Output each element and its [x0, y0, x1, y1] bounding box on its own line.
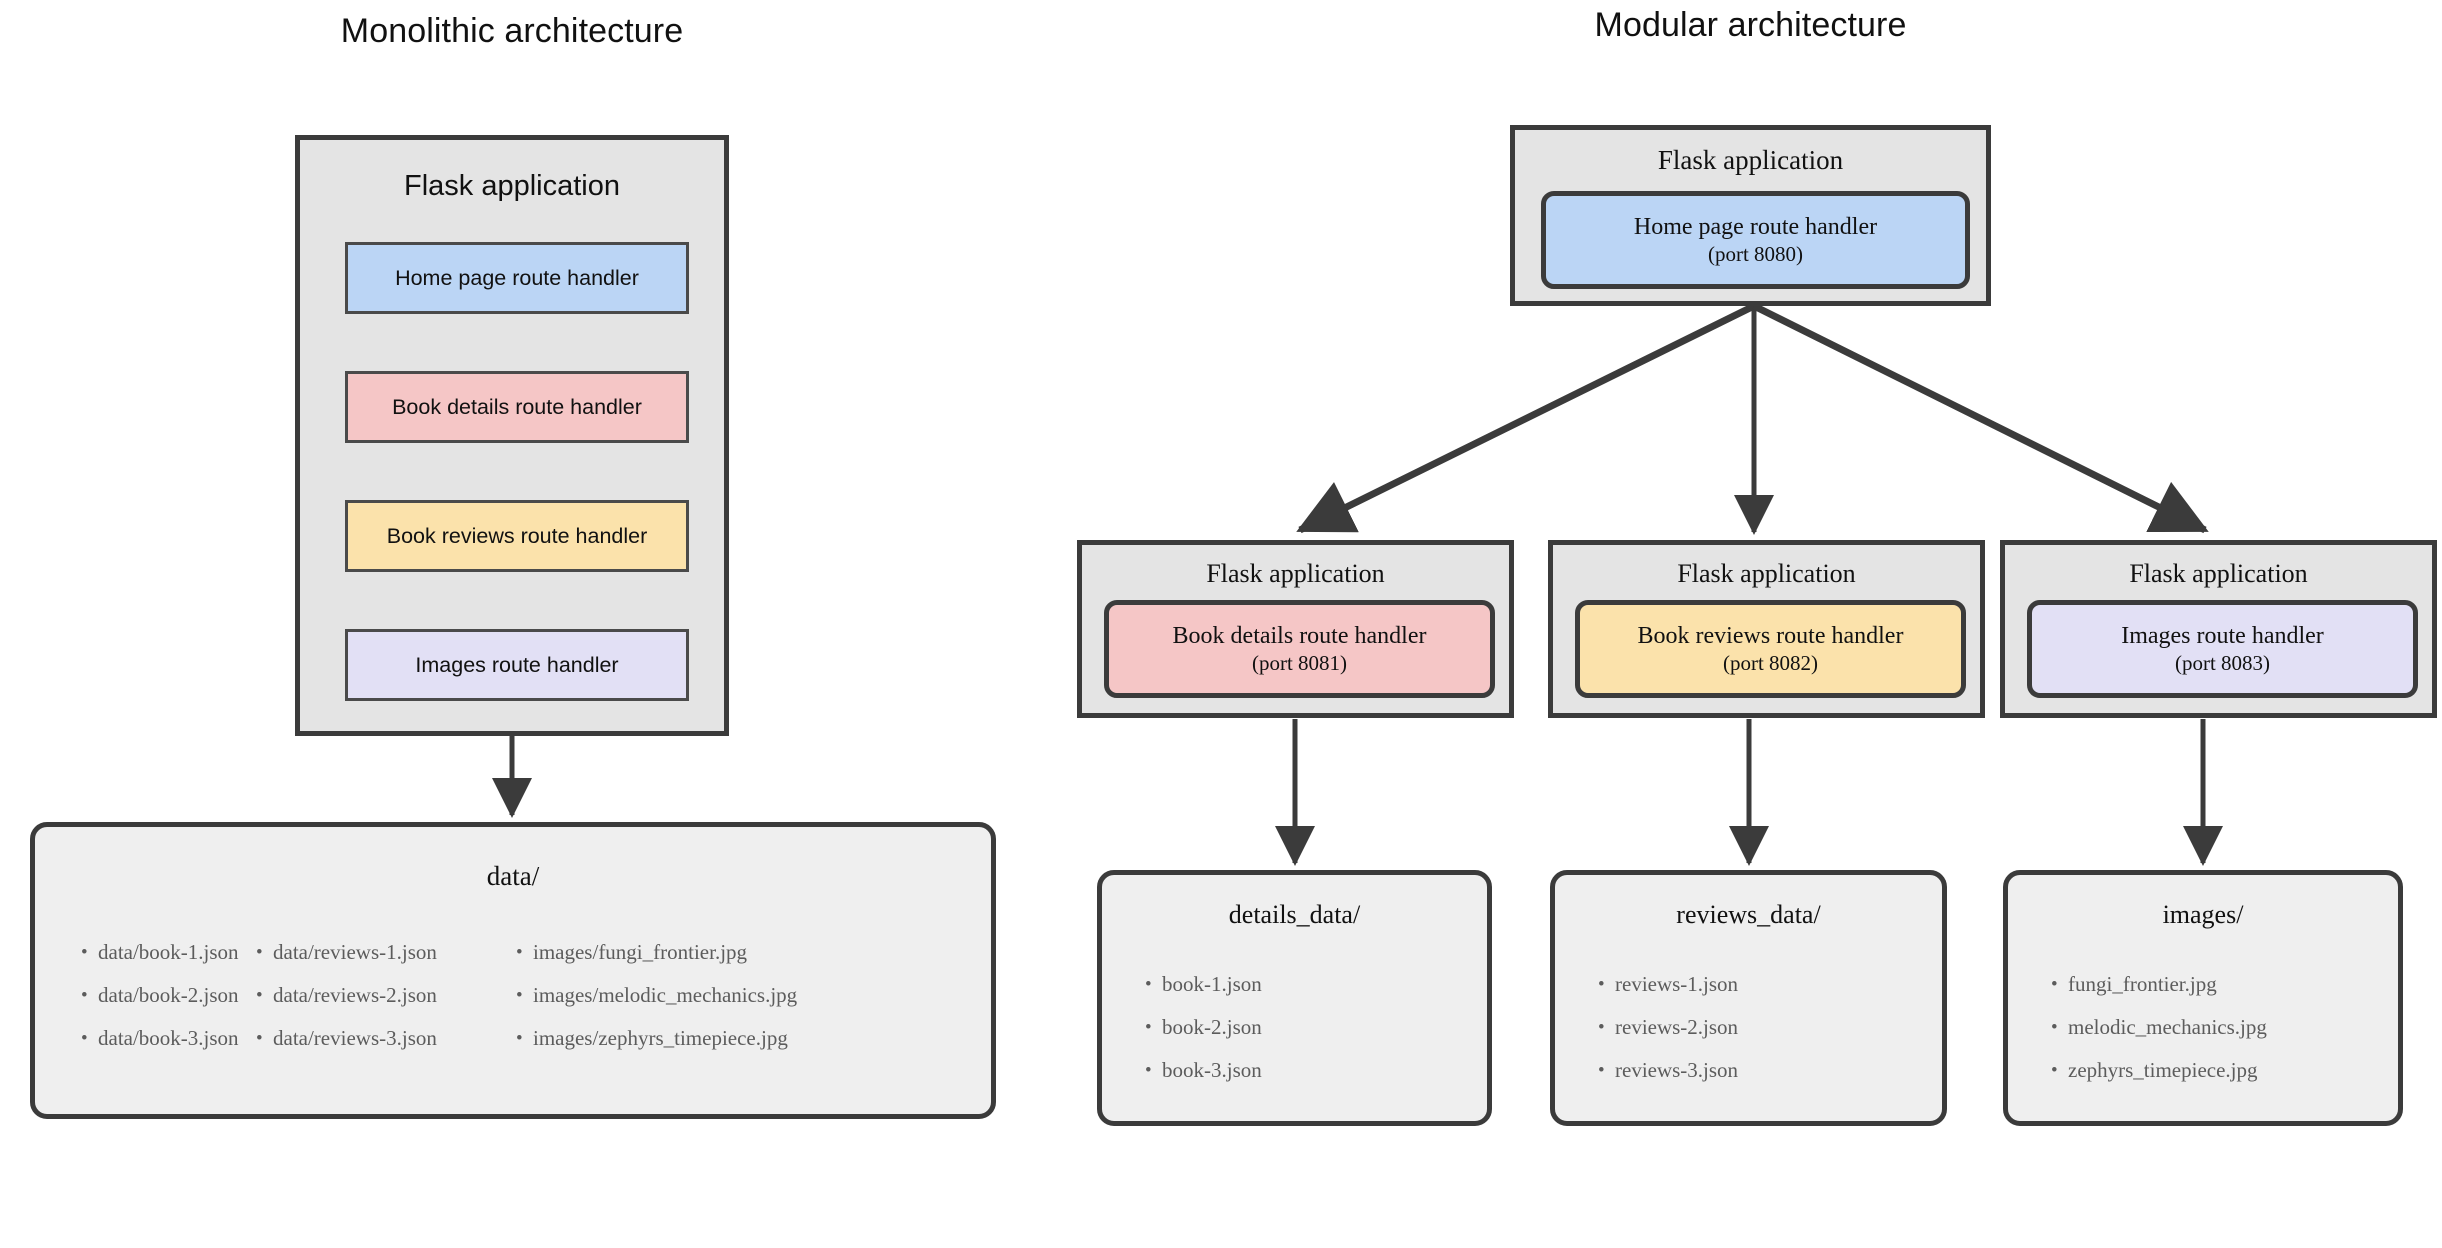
file-item: reviews-2.json	[1598, 1006, 1738, 1049]
modular-handler-book-details[interactable]: Book details route handler (port 8081)	[1104, 600, 1495, 698]
monolith-handler-images[interactable]: Images route handler	[345, 629, 689, 701]
file-item: data/reviews-3.json	[256, 1017, 516, 1060]
modular-handler-book-reviews[interactable]: Book reviews route handler (port 8082)	[1575, 600, 1966, 698]
handler-port: (port 8080)	[1707, 241, 1804, 266]
file-item: images/melodic_mechanics.jpg	[516, 974, 846, 1017]
modular-service-book-reviews[interactable]: Flask application Book reviews route han…	[1548, 540, 1985, 718]
handler-label: Images route handler	[2121, 622, 2324, 649]
data-folder-title: data/	[486, 861, 540, 891]
storage-file-list: reviews-1.json reviews-2.json reviews-3.…	[1598, 963, 1738, 1092]
monolithic-title: Monolithic architecture	[340, 12, 684, 50]
modular-service-book-details[interactable]: Flask application Book details route han…	[1077, 540, 1514, 718]
service-app-label: Flask application	[1206, 559, 1385, 588]
modular-handler-images[interactable]: Images route handler (port 8083)	[2027, 600, 2418, 698]
monolithic-flask-application[interactable]: Flask application Home page route handle…	[295, 135, 729, 736]
modular-handler-home-page[interactable]: Home page route handler (port 8080)	[1541, 191, 1970, 289]
file-item: data/book-1.json	[81, 931, 256, 974]
storage-file-list: fungi_frontier.jpg melodic_mechanics.jpg…	[2051, 963, 2267, 1092]
modular-title: Modular architecture	[1594, 6, 1907, 44]
handler-label: Book details route handler	[1172, 622, 1427, 649]
handler-port: (port 8081)	[1251, 650, 1348, 675]
handler-port: (port 8082)	[1722, 650, 1819, 675]
arrow-root-to-details	[1296, 302, 1756, 534]
service-app-label: Flask application	[1677, 559, 1856, 588]
modular-service-images[interactable]: Flask application Images route handler (…	[2000, 540, 2437, 718]
handler-label: Images route handler	[415, 652, 619, 677]
file-item: fungi_frontier.jpg	[2051, 963, 2267, 1006]
storage-file-list: book-1.json book-2.json book-3.json	[1145, 963, 1262, 1092]
modular-root-app-label: Flask application	[1657, 145, 1844, 175]
modular-storage-details-data[interactable]: details_data/ book-1.json book-2.json bo…	[1097, 870, 1492, 1126]
file-item: reviews-3.json	[1598, 1049, 1738, 1092]
file-item: book-3.json	[1145, 1049, 1262, 1092]
file-item: melodic_mechanics.jpg	[2051, 1006, 2267, 1049]
modular-root-flask-application[interactable]: Flask application Home page route handle…	[1510, 125, 1991, 306]
modular-storage-reviews-data[interactable]: reviews_data/ reviews-1.json reviews-2.j…	[1550, 870, 1947, 1126]
handler-port: (port 8083)	[2174, 650, 2271, 675]
storage-folder-title: images/	[2162, 900, 2244, 929]
data-file-column-books: data/book-1.json data/book-2.json data/b…	[81, 931, 256, 1060]
file-item: data/reviews-2.json	[256, 974, 516, 1017]
data-file-column-reviews: data/reviews-1.json data/reviews-2.json …	[256, 931, 516, 1060]
monolith-handler-book-details[interactable]: Book details route handler	[345, 371, 689, 443]
arrow-root-to-images	[1752, 302, 2209, 534]
monolith-handler-book-reviews[interactable]: Book reviews route handler	[345, 500, 689, 572]
modular-storage-images[interactable]: images/ fungi_frontier.jpg melodic_mecha…	[2003, 870, 2403, 1126]
file-item: data/book-3.json	[81, 1017, 256, 1060]
storage-folder-title: details_data/	[1228, 900, 1361, 929]
file-item: data/book-2.json	[81, 974, 256, 1017]
storage-folder-title: reviews_data/	[1676, 900, 1821, 929]
data-file-column-images: images/fungi_frontier.jpg images/melodic…	[516, 931, 846, 1060]
file-item: images/zephyrs_timepiece.jpg	[516, 1017, 846, 1060]
file-item: book-1.json	[1145, 963, 1262, 1006]
handler-label: Book reviews route handler	[386, 523, 648, 548]
handler-label: Book details route handler	[392, 394, 642, 419]
monolithic-data-folder[interactable]: data/ data/book-1.json data/book-2.json …	[30, 822, 996, 1119]
file-item: zephyrs_timepiece.jpg	[2051, 1049, 2267, 1092]
handler-label: Book reviews route handler	[1637, 622, 1904, 649]
handler-label: Home page route handler	[1633, 213, 1878, 240]
data-file-columns: data/book-1.json data/book-2.json data/b…	[35, 931, 991, 1060]
service-app-label: Flask application	[2129, 559, 2308, 588]
file-item: images/fungi_frontier.jpg	[516, 931, 846, 974]
monolithic-app-label: Flask application	[404, 170, 620, 202]
file-item: data/reviews-1.json	[256, 931, 516, 974]
file-item: reviews-1.json	[1598, 963, 1738, 1006]
handler-label: Home page route handler	[395, 265, 639, 290]
monolith-handler-home-page[interactable]: Home page route handler	[345, 242, 689, 314]
file-item: book-2.json	[1145, 1006, 1262, 1049]
